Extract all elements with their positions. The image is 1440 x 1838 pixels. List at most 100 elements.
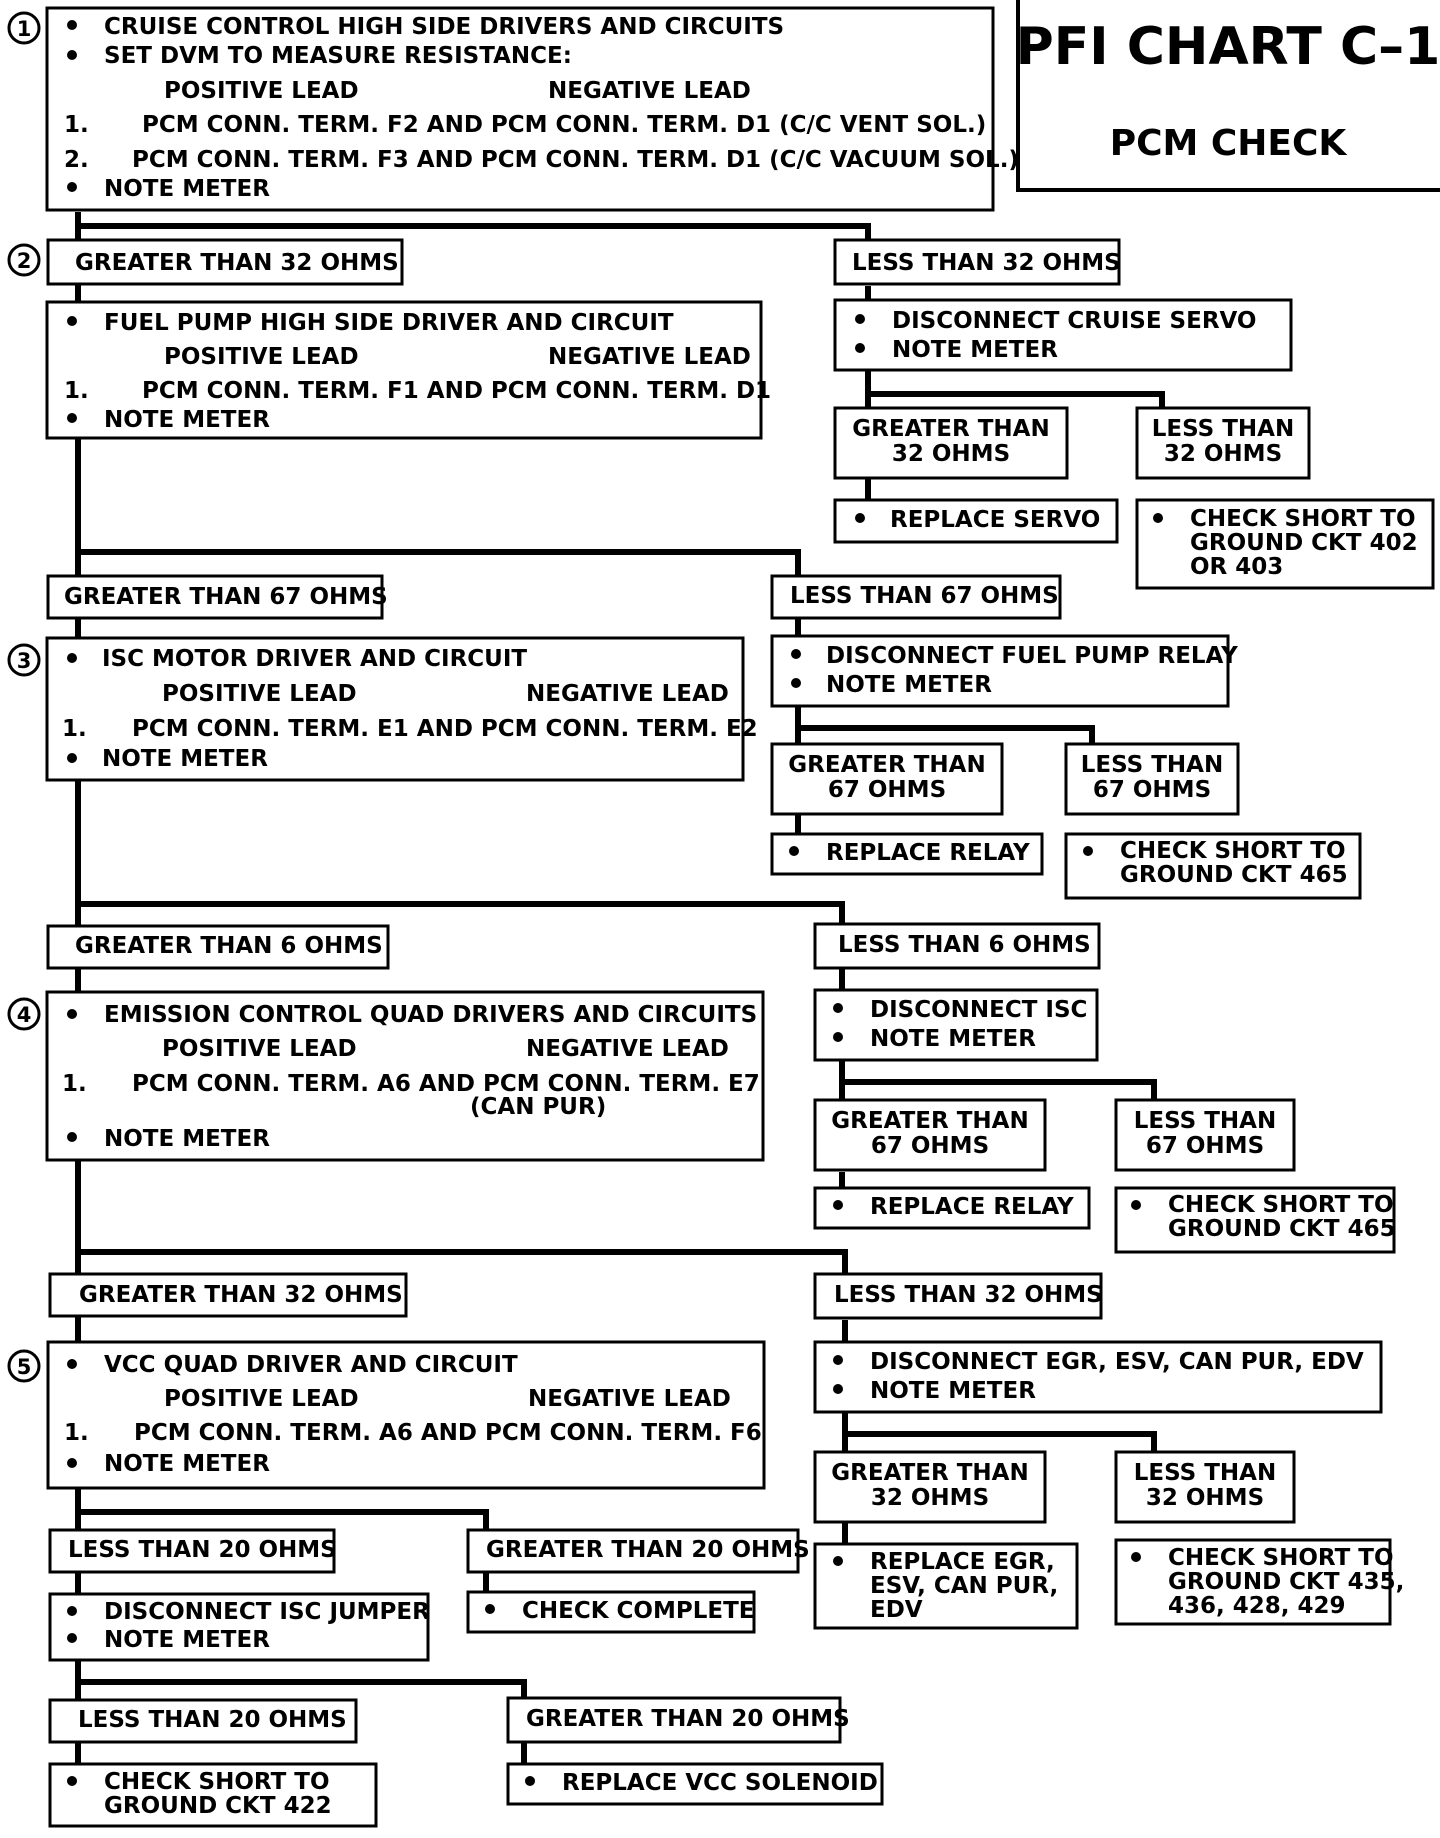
step-5-box: 5 VCC QUAD DRIVER AND CIRCUIT POSITIVE L… — [7, 1340, 766, 1490]
action-check-435: CHECK SHORT TO GROUND CKT 435, 436, 428,… — [1114, 1538, 1404, 1626]
positive-lead-label: POSITIVE LEAD — [162, 1036, 357, 1062]
bullet — [67, 653, 77, 663]
step-text: PCM CONN. TERM. F2 AND PCM CONN. TERM. D… — [142, 112, 986, 138]
result-label: LESS THAN — [1134, 1108, 1276, 1134]
action-check-465-1: CHECK SHORT TO GROUND CKT 465 — [1064, 832, 1362, 900]
result-gt20-1: GREATER THAN 20 OHMS — [466, 1528, 810, 1574]
action-text: CHECK SHORT TO — [1120, 838, 1346, 864]
bullet — [67, 1458, 77, 1468]
step-number-badge — [7, 243, 41, 277]
action-check-402: CHECK SHORT TO GROUND CKT 402 OR 403 — [1135, 498, 1435, 590]
action-disconnect-servo: DISCONNECT CRUISE SERVO NOTE METER — [833, 298, 1293, 372]
item-number: 1. — [64, 378, 89, 404]
bullet — [67, 1776, 77, 1786]
action-text: EDV — [870, 1597, 923, 1623]
action-text: CHECK SHORT TO — [1190, 506, 1416, 532]
result-label: GREATER THAN 32 OHMS — [75, 250, 399, 276]
bullet — [67, 413, 77, 423]
action-text: REPLACE RELAY — [826, 840, 1030, 866]
result-label: LESS THAN — [1134, 1460, 1276, 1486]
bullet — [855, 513, 865, 523]
positive-lead-label: POSITIVE LEAD — [164, 344, 359, 370]
action-text: NOTE METER — [870, 1378, 1036, 1404]
step-text: NOTE METER — [104, 407, 270, 433]
step-text: ISC MOTOR DRIVER AND CIRCUIT — [102, 646, 527, 672]
action-text: REPLACE SERVO — [890, 507, 1100, 533]
result-lt32-1: LESS THAN 32 OHMS — [833, 238, 1121, 286]
action-text: DISCONNECT ISC — [870, 997, 1087, 1023]
result-label: LESS THAN 32 OHMS — [852, 250, 1121, 276]
item-number: 1. — [62, 716, 87, 742]
action-text: 436, 428, 429 — [1168, 1593, 1346, 1619]
result-gt67-isc: GREATER THAN 67 OHMS — [813, 1098, 1047, 1172]
action-text: REPLACE RELAY — [870, 1194, 1074, 1220]
action-disconnect-isc: DISCONNECT ISC NOTE METER — [813, 988, 1099, 1062]
action-text: NOTE METER — [826, 672, 992, 698]
bullet — [833, 1384, 843, 1394]
action-text: NOTE METER — [892, 337, 1058, 363]
result-label: GREATER THAN 20 OHMS — [526, 1706, 850, 1732]
step-text: SET DVM TO MEASURE RESISTANCE: — [104, 43, 572, 69]
result-label: GREATER THAN 67 OHMS — [64, 584, 388, 610]
result-gt32-servo: GREATER THAN 32 OHMS — [833, 406, 1069, 480]
result-lt67-relay: LESS THAN 67 OHMS — [1064, 742, 1240, 816]
bullet — [67, 20, 77, 30]
result-lt20-2: LESS THAN 20 OHMS — [48, 1698, 358, 1744]
action-replace-servo: REPLACE SERVO — [833, 498, 1119, 544]
result-gt67-1: GREATER THAN 67 OHMS — [46, 574, 388, 620]
result-lt32-egr: LESS THAN 32 OHMS — [1114, 1450, 1296, 1524]
action-text: NOTE METER — [870, 1026, 1036, 1052]
step-text: PCM CONN. TERM. F1 AND PCM CONN. TERM. D… — [142, 378, 771, 404]
action-check-complete: CHECK COMPLETE — [466, 1590, 756, 1634]
action-disconnect-egr: DISCONNECT EGR, ESV, CAN PUR, EDV NOTE M… — [813, 1340, 1383, 1414]
step-text: NOTE METER — [104, 1451, 270, 1477]
positive-lead-label: POSITIVE LEAD — [164, 78, 359, 104]
action-replace-relay-2: REPLACE RELAY — [813, 1186, 1091, 1230]
step-text: NOTE METER — [104, 1126, 270, 1152]
bullet — [1131, 1200, 1141, 1210]
result-label: 67 OHMS — [828, 777, 946, 803]
step-number-badge — [7, 643, 41, 677]
result-label: LESS THAN 20 OHMS — [78, 1707, 347, 1733]
step-text: VCC QUAD DRIVER AND CIRCUIT — [104, 1352, 518, 1378]
bullet — [67, 1633, 77, 1643]
step-number: 1 — [17, 17, 32, 41]
bullet — [67, 50, 77, 60]
result-lt20-1: LESS THAN 20 OHMS — [48, 1528, 337, 1574]
result-gt32-egr: GREATER THAN 32 OHMS — [813, 1450, 1047, 1524]
result-label: LESS THAN — [1152, 416, 1294, 442]
result-label: 67 OHMS — [871, 1133, 989, 1159]
result-label: GREATER THAN 20 OHMS — [486, 1537, 810, 1563]
step-text: EMISSION CONTROL QUAD DRIVERS AND CIRCUI… — [104, 1002, 757, 1028]
bullet — [67, 753, 77, 763]
step-text: CRUISE CONTROL HIGH SIDE DRIVERS AND CIR… — [104, 14, 784, 40]
bullet — [485, 1604, 495, 1614]
action-text: NOTE METER — [104, 1627, 270, 1653]
result-label: GREATER THAN — [852, 416, 1049, 442]
action-text: GROUND CKT 422 — [104, 1793, 332, 1819]
title-block: PFI CHART C–1 PCM CHECK — [1016, 0, 1440, 192]
bullet — [67, 1359, 77, 1369]
step-2-box: FUEL PUMP HIGH SIDE DRIVER AND CIRCUIT P… — [45, 300, 771, 440]
step-text: PCM CONN. TERM. A6 AND PCM CONN. TERM. E… — [132, 1071, 760, 1097]
result-label: GREATER THAN 6 OHMS — [75, 933, 383, 959]
bullet — [833, 1003, 843, 1013]
action-text: CHECK SHORT TO — [104, 1769, 330, 1795]
bullet — [67, 1009, 77, 1019]
result-lt6: LESS THAN 6 OHMS — [813, 922, 1101, 970]
result-label: LESS THAN 32 OHMS — [834, 1282, 1103, 1308]
result-lt32-servo: LESS THAN 32 OHMS — [1135, 406, 1311, 480]
result-label: LESS THAN 6 OHMS — [838, 932, 1091, 958]
step-1-box: 1 CRUISE CONTROL HIGH SIDE DRIVERS AND C… — [7, 6, 1019, 212]
result-label: GREATER THAN 32 OHMS — [79, 1282, 403, 1308]
step-text: (CAN PUR) — [470, 1094, 606, 1120]
result-label: 32 OHMS — [871, 1485, 989, 1511]
bullet — [855, 314, 865, 324]
result-gt6: GREATER THAN 6 OHMS — [46, 924, 390, 970]
action-text: CHECK COMPLETE — [522, 1598, 755, 1624]
bullet — [1083, 846, 1093, 856]
step-number: 3 — [17, 649, 32, 673]
result-label: GREATER THAN — [831, 1460, 1028, 1486]
bullet — [833, 1556, 843, 1566]
item-number: 1. — [64, 112, 89, 138]
